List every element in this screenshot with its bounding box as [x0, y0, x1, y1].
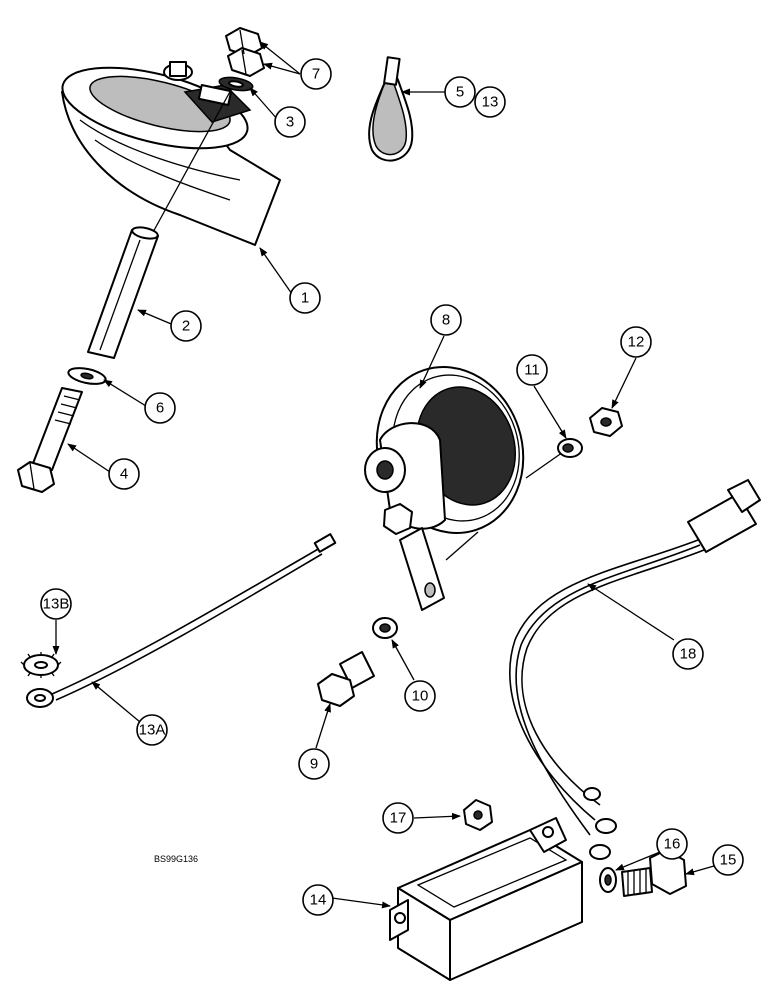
- svg-text:13A: 13A: [139, 722, 166, 739]
- svg-text:7: 7: [312, 66, 320, 83]
- callout-12: 12: [620, 326, 652, 358]
- cable-strap-part: [368, 56, 414, 162]
- svg-text:3: 3: [286, 114, 294, 131]
- callout-6: 6: [144, 392, 176, 424]
- nut-12-part: [589, 407, 623, 437]
- star-washer-part: [20, 652, 62, 678]
- washer-16-part: [599, 867, 617, 893]
- washer-11-part: [557, 438, 583, 458]
- svg-text:4: 4: [120, 466, 128, 483]
- figure-code: BS99G136: [154, 854, 198, 864]
- svg-text:17: 17: [390, 810, 407, 827]
- bolt-15-part: [621, 849, 687, 897]
- leader-lines: [52, 41, 715, 909]
- callout-5: 5: [444, 76, 476, 108]
- relay-box-part: [389, 817, 583, 981]
- bolt-4-part: [17, 387, 83, 493]
- callout-3: 3: [274, 106, 306, 138]
- callout-10: 10: [404, 680, 436, 712]
- bolt-9-part: [317, 651, 375, 707]
- svg-text:12: 12: [628, 334, 645, 351]
- callout-13a: 13A: [136, 714, 168, 746]
- svg-text:5: 5: [456, 84, 464, 101]
- callout-8: 8: [430, 304, 462, 336]
- ground-wire-part: [26, 533, 337, 708]
- callout-18: 18: [672, 638, 704, 670]
- washer-3-part: [218, 76, 254, 92]
- svg-text:10: 10: [412, 688, 429, 705]
- callout-13: 13: [474, 86, 506, 118]
- mounting-rod-line: [145, 87, 233, 246]
- callout-4: 4: [108, 458, 140, 490]
- callout-9: 9: [298, 748, 330, 780]
- washer-10-part: [372, 617, 398, 639]
- callout-13b: 13B: [40, 588, 72, 620]
- washer-6-part: [67, 367, 107, 385]
- callout-11: 11: [516, 354, 548, 386]
- svg-text:2: 2: [182, 318, 190, 335]
- svg-text:14: 14: [310, 892, 327, 909]
- callout-7: 7: [300, 58, 332, 90]
- callout-2: 2: [170, 310, 202, 342]
- spacer-tube-part: [87, 226, 159, 359]
- horn-bell-part: [61, 61, 281, 246]
- svg-text:15: 15: [720, 852, 737, 869]
- svg-text:13: 13: [482, 94, 499, 111]
- wire-harness-part: [509, 479, 761, 860]
- svg-text:11: 11: [524, 362, 540, 379]
- svg-text:8: 8: [442, 312, 450, 329]
- nut-17-part: [463, 799, 493, 831]
- svg-text:6: 6: [156, 400, 164, 417]
- electric-horn-part: [364, 366, 567, 611]
- callout-14: 14: [302, 884, 334, 916]
- svg-text:9: 9: [310, 756, 318, 773]
- callout-15: 15: [712, 844, 744, 876]
- callout-16: 16: [656, 828, 688, 860]
- callout-17: 17: [382, 802, 414, 834]
- callout-1: 1: [289, 282, 321, 314]
- svg-text:13B: 13B: [43, 596, 70, 613]
- svg-text:18: 18: [680, 646, 697, 663]
- svg-text:1: 1: [301, 290, 309, 307]
- nuts-7-part: [225, 27, 265, 77]
- svg-text:16: 16: [664, 836, 681, 853]
